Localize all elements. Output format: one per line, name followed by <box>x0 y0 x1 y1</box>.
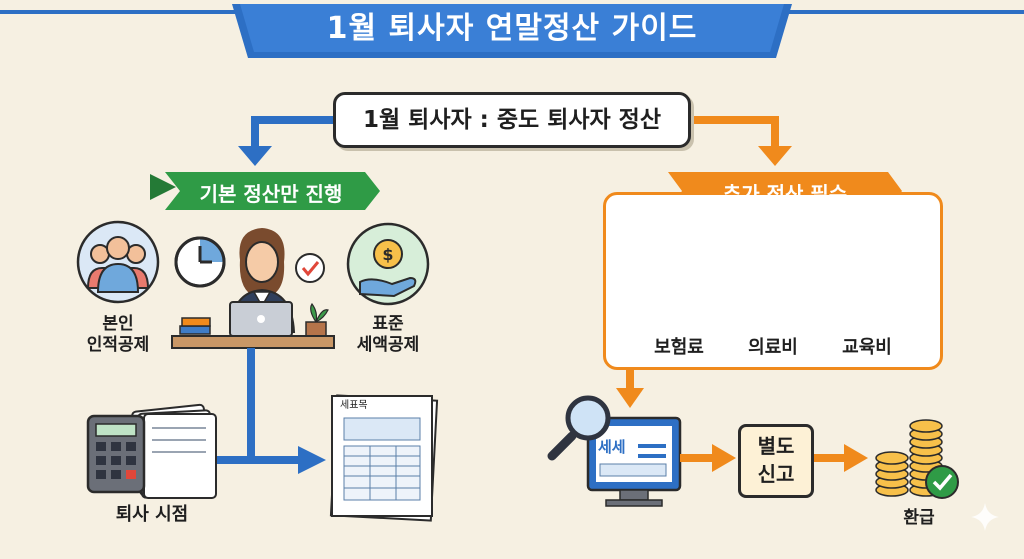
additional-settlement-box <box>603 192 943 370</box>
education-label: 교육비 <box>842 337 892 358</box>
separate-report-line2: 신고 <box>757 462 795 486</box>
worker-at-desk-illustration <box>171 228 335 349</box>
basic-settlement-ribbon: 기본 정산만 진행 <box>199 182 343 206</box>
coin-hand-icon: $ <box>346 222 430 306</box>
medical-label: 의료비 <box>748 337 798 358</box>
svg-text:$: $ <box>382 245 393 264</box>
page-title: 1월 퇴사자 연말정산 가이드 <box>326 11 698 46</box>
separate-report-line1: 별도 <box>757 434 795 458</box>
calculator-icon <box>86 403 217 499</box>
desk-to-document-arrow <box>200 348 326 474</box>
title-banner <box>0 4 1024 58</box>
personal-deduction-label: 본인 인적공제 <box>70 314 166 357</box>
monitor-screen-text: 세세 <box>598 438 626 456</box>
magnifier-icon <box>547 395 611 461</box>
check-bubble-icon <box>295 253 325 283</box>
report-to-refund-arrow <box>814 444 868 472</box>
personal-deduction-line1: 본인 <box>102 314 134 334</box>
resignation-time-label: 퇴사 시점 <box>115 504 189 525</box>
orange-branch-arrow <box>691 116 792 166</box>
check-circle-icon <box>925 465 959 499</box>
people-icon <box>76 220 160 304</box>
center-label-box: 1월 퇴사자 : 중도 퇴사자 정산 <box>333 92 691 148</box>
blue-branch-arrow <box>238 116 333 166</box>
monitor-icon <box>586 416 682 507</box>
insurance-label: 보험료 <box>654 337 704 358</box>
monitor-to-report-arrow <box>680 444 736 472</box>
separate-report-card: 별도 신고 <box>738 424 814 498</box>
additional-settlement-ribbon: 추가 정산 필수 <box>722 182 848 206</box>
green-ribbon <box>150 172 380 210</box>
document-header-label: 세표목 <box>340 400 368 411</box>
box-to-monitor-arrow <box>616 370 644 408</box>
clock-icon <box>174 236 226 288</box>
standard-tax-credit-line1: 표준 <box>372 314 404 334</box>
standard-tax-credit-label: 표준 세액공제 <box>340 314 436 357</box>
sparkle-icon <box>971 503 999 531</box>
standard-tax-credit-line2: 세액공제 <box>356 335 420 356</box>
refund-label: 환급 <box>903 508 935 528</box>
personal-deduction-line2: 인적공제 <box>86 335 150 356</box>
tax-document-icon <box>329 394 439 522</box>
